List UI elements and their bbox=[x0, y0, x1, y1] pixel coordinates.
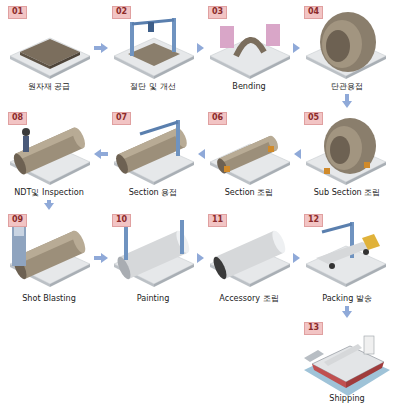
process-step: 08NDT및 Inspection bbox=[6, 110, 92, 198]
process-step: 07Section 용접 bbox=[110, 110, 196, 198]
step-label: Accessory 조립 bbox=[206, 294, 292, 303]
flow-arrow bbox=[342, 306, 352, 318]
step-number: 02 bbox=[112, 6, 131, 19]
step-label: Packing 발송 bbox=[302, 294, 392, 303]
process-step: 04 단관용접 bbox=[302, 4, 392, 92]
process-step: 02 절단 및 개선 bbox=[110, 4, 196, 92]
painting-station bbox=[114, 220, 194, 287]
flow-arrow bbox=[342, 94, 352, 108]
step-label: 단관용접 bbox=[302, 82, 392, 91]
step-number: 04 bbox=[304, 6, 323, 19]
step-number: 06 bbox=[208, 112, 227, 125]
step-label: Shipping bbox=[302, 394, 392, 403]
blasting-booth bbox=[10, 224, 90, 287]
step-label: Painting bbox=[110, 294, 196, 303]
flow-arrow bbox=[94, 253, 108, 263]
pipe-can bbox=[306, 12, 386, 79]
step-label: Sub Section 조립 bbox=[302, 188, 392, 197]
flow-arrow bbox=[94, 43, 108, 53]
step-number: 07 bbox=[112, 112, 131, 125]
flow-arrow bbox=[94, 149, 108, 159]
flow-arrow bbox=[293, 253, 300, 263]
steel-plates bbox=[10, 38, 90, 79]
flow-arrow bbox=[44, 200, 54, 210]
process-step: 10Painting bbox=[110, 212, 196, 304]
step-label: NDT및 Inspection bbox=[6, 188, 92, 197]
pipe-sub-section bbox=[306, 118, 386, 185]
process-step: 13Shipping bbox=[302, 320, 392, 404]
step-label: Bending bbox=[206, 82, 292, 91]
truck bbox=[306, 222, 386, 287]
step-label: Section 조립 bbox=[206, 188, 292, 197]
step-label: Shot Blasting bbox=[6, 294, 92, 303]
process-step: 03Bending bbox=[206, 4, 292, 92]
flow-arrow bbox=[293, 43, 300, 53]
step-number: 12 bbox=[304, 214, 323, 227]
process-step: 12Packing 발송 bbox=[302, 212, 392, 304]
flow-arrow bbox=[294, 149, 301, 159]
ship bbox=[304, 336, 390, 396]
step-number: 11 bbox=[208, 214, 227, 227]
cutting-machine bbox=[114, 18, 194, 79]
process-step: 09Shot Blasting bbox=[6, 212, 92, 304]
step-number: 09 bbox=[8, 214, 27, 227]
process-step: 11Accessory 조립 bbox=[206, 212, 292, 304]
pipe-section bbox=[210, 134, 290, 185]
flow-arrow bbox=[197, 253, 204, 263]
process-step: 05Sub Section 조립 bbox=[302, 110, 392, 198]
process-step: 01 원자재 공급 bbox=[6, 4, 92, 92]
step-label: 원자재 공급 bbox=[6, 82, 92, 91]
step-number: 01 bbox=[8, 6, 27, 19]
step-number: 08 bbox=[8, 112, 27, 125]
inspection-station bbox=[10, 126, 90, 185]
step-label: Section 용접 bbox=[110, 188, 196, 197]
flow-arrow bbox=[198, 149, 205, 159]
accessory-station bbox=[210, 229, 290, 287]
step-number: 13 bbox=[304, 322, 323, 335]
step-number: 05 bbox=[304, 112, 323, 125]
step-number: 10 bbox=[112, 214, 131, 227]
step-number: 03 bbox=[208, 6, 227, 19]
welding-station bbox=[114, 120, 194, 185]
bending-machine bbox=[210, 24, 290, 79]
step-label: 절단 및 개선 bbox=[110, 82, 196, 91]
process-step: 06Section 조립 bbox=[206, 110, 292, 198]
flow-arrow bbox=[197, 43, 204, 53]
